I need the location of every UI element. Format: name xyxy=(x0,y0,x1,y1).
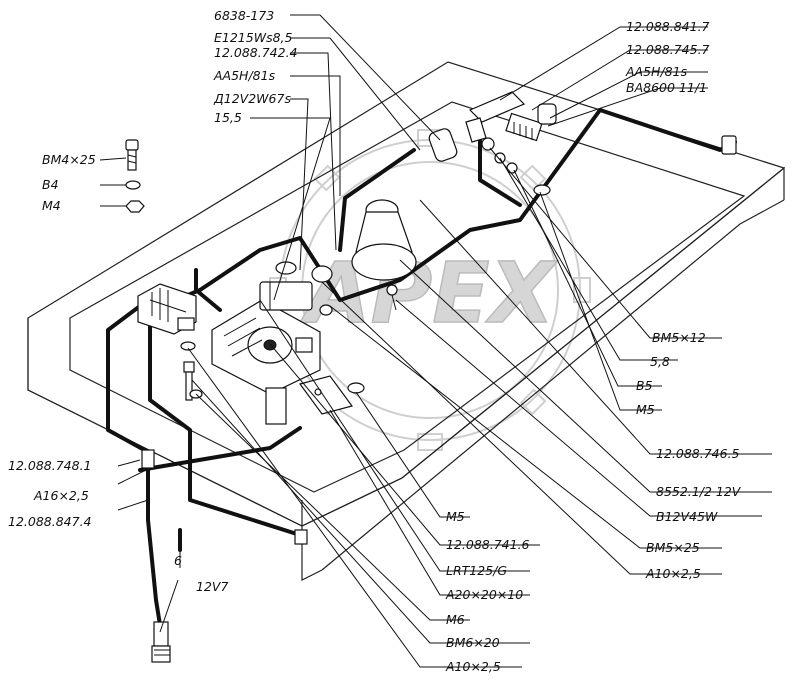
plate-bottom-edge xyxy=(321,199,785,571)
label-12-088-748-1: 12.088.748.1 xyxy=(8,458,92,473)
harness-stub-3 xyxy=(478,128,522,207)
motor-assembly xyxy=(211,299,321,425)
labels: 6838-173 E1215Ws8,5 12.088.742.4 AA5H/81… xyxy=(8,8,742,674)
label-a10x2-5-right: A10×2,5 xyxy=(645,566,701,581)
bolt-bm4x25 xyxy=(125,139,139,171)
nut-m4 xyxy=(125,200,145,213)
cable-terminal xyxy=(294,529,308,545)
harness-stub-1 xyxy=(194,268,222,312)
nut-m5 xyxy=(347,382,365,394)
relay-unit xyxy=(259,261,333,316)
label-6838-173: 6838-173 xyxy=(214,8,274,23)
label-ba8600: BA8600 11/1 xyxy=(626,80,707,95)
label-12-088-745-7: 12.088.745.7 xyxy=(626,42,710,57)
plate-inner-recess xyxy=(69,101,746,493)
connector-block xyxy=(137,283,197,335)
label-a16x2-5: A16×2,5 xyxy=(33,488,89,503)
label-5-8: 5,8 xyxy=(650,354,670,369)
label-a20x20x10: A20×20×10 xyxy=(445,587,523,602)
label-12-088-847-4: 12.088.847.4 xyxy=(8,514,92,529)
harness-stub-2 xyxy=(338,148,416,252)
leader-lines xyxy=(99,14,772,668)
label-b4: B4 xyxy=(42,177,59,192)
beacon-lamp xyxy=(351,199,417,311)
plug-12v7 xyxy=(151,621,171,663)
harness-main-cable xyxy=(174,108,737,302)
plate-front-edge xyxy=(301,166,785,527)
label-12v7: 12V7 xyxy=(196,579,228,594)
label-15-5: 15,5 xyxy=(214,110,242,125)
label-aa5h-81s-right: AA5H/81s xyxy=(625,64,688,79)
label-6: 6 xyxy=(174,553,182,568)
label-aa5h-81s-top: AA5H/81s xyxy=(213,68,276,83)
harness-stub-4 xyxy=(138,426,302,472)
fuse-holder xyxy=(428,128,458,162)
label-d12v2w67s: Д12V2W67s xyxy=(213,91,291,106)
harness-left-cable xyxy=(106,298,162,627)
bolt-bm6x20 xyxy=(180,341,196,401)
label-12-088-746-5: 12.088.746.5 xyxy=(656,446,740,461)
label-12-088-841-7: 12.088.841.7 xyxy=(626,19,710,34)
plate-left-side xyxy=(27,318,303,527)
label-bm5x25: BM5×25 xyxy=(646,540,700,555)
label-lrt125g: LRT125/G xyxy=(446,563,507,578)
washer-b4 xyxy=(125,180,141,190)
mount-bracket xyxy=(298,375,354,415)
label-m5-right: M5 xyxy=(636,402,655,417)
label-b5: B5 xyxy=(636,378,653,393)
label-8552-12v: 8552.1/2 12V xyxy=(656,484,742,499)
label-m4: M4 xyxy=(42,198,61,213)
cable-sleeve xyxy=(141,449,155,469)
label-b12v45w: B12V45W xyxy=(656,509,718,524)
harness-lower-cable xyxy=(148,318,302,537)
label-bm4x25: BM4×25 xyxy=(42,152,96,167)
switch-bracket xyxy=(465,91,557,196)
end-connector xyxy=(721,135,737,155)
label-bm5x12: BM5×12 xyxy=(652,330,706,345)
label-12-088-742-4: 12.088.742.4 xyxy=(214,45,298,60)
wiring-harness xyxy=(106,108,737,627)
label-e1215ws: E1215Ws8,5 xyxy=(214,30,293,45)
plate-front-thickness xyxy=(301,500,323,581)
label-a10x2-5-bottom: A10×2,5 xyxy=(445,659,501,674)
label-m6: M6 xyxy=(446,612,465,627)
base-plate xyxy=(27,61,786,581)
label-12-088-741-6: 12.088.741.6 xyxy=(446,537,530,552)
label-bm6x20: BM6×20 xyxy=(446,635,500,650)
label-m5-bottom: M5 xyxy=(446,509,465,524)
components xyxy=(125,91,737,663)
